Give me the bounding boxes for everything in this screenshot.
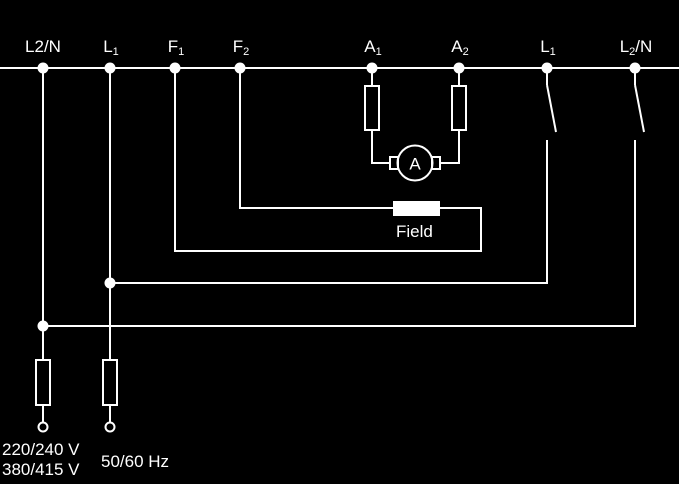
supply-voltage-label: 220/240 V 380/415 V	[2, 440, 80, 479]
node-a2	[453, 62, 465, 74]
terminal-label-l2n-right: L2/N	[619, 37, 653, 58]
node-a1	[366, 62, 378, 74]
node-l2n-right	[629, 62, 641, 74]
junction-l1	[104, 277, 116, 289]
switch-l1-blade	[546, 84, 557, 133]
node-f1	[169, 62, 181, 74]
wire-l2n-right-return	[43, 140, 636, 327]
supply-voltage-line2: 380/415 V	[2, 459, 80, 479]
switch-l2n-blade	[634, 84, 645, 133]
wire-a1-bottom	[371, 130, 390, 164]
terminal-label-f2: F2	[232, 37, 250, 58]
fuse-a1	[364, 85, 380, 131]
supply-voltage-line1: 220/240 V	[2, 440, 80, 459]
wire-l1-right-return	[110, 140, 548, 284]
node-l2n-left	[37, 62, 49, 74]
field-label: Field	[396, 222, 433, 241]
terminal-label-a1: A1	[364, 37, 382, 58]
fuse-supply-l2n	[35, 359, 51, 406]
field-winding	[393, 201, 440, 216]
terminal-label-l1-right: L1	[540, 37, 556, 58]
node-l1-right	[541, 62, 553, 74]
node-l1-left	[104, 62, 116, 74]
wire-f2	[239, 68, 393, 209]
terminal-supply-l1	[104, 421, 116, 433]
fuse-a2	[451, 85, 467, 131]
fuse-supply-l1	[102, 359, 118, 406]
wire-a2-bottom	[440, 130, 460, 164]
terminal-label-l2n-left: L2/N	[25, 37, 61, 56]
terminal-supply-l2n	[37, 421, 49, 433]
motor-armature-icon	[396, 144, 434, 182]
terminal-label-f1: F1	[167, 37, 185, 58]
terminal-label-l1-left: L1	[103, 37, 119, 58]
wire-f1	[174, 68, 482, 252]
motor-label: A	[409, 154, 421, 174]
supply-frequency-label: 50/60 Hz	[101, 452, 170, 471]
junction-l2n	[37, 320, 49, 332]
terminal-label-a2: A2	[451, 37, 469, 58]
node-f2	[234, 62, 246, 74]
